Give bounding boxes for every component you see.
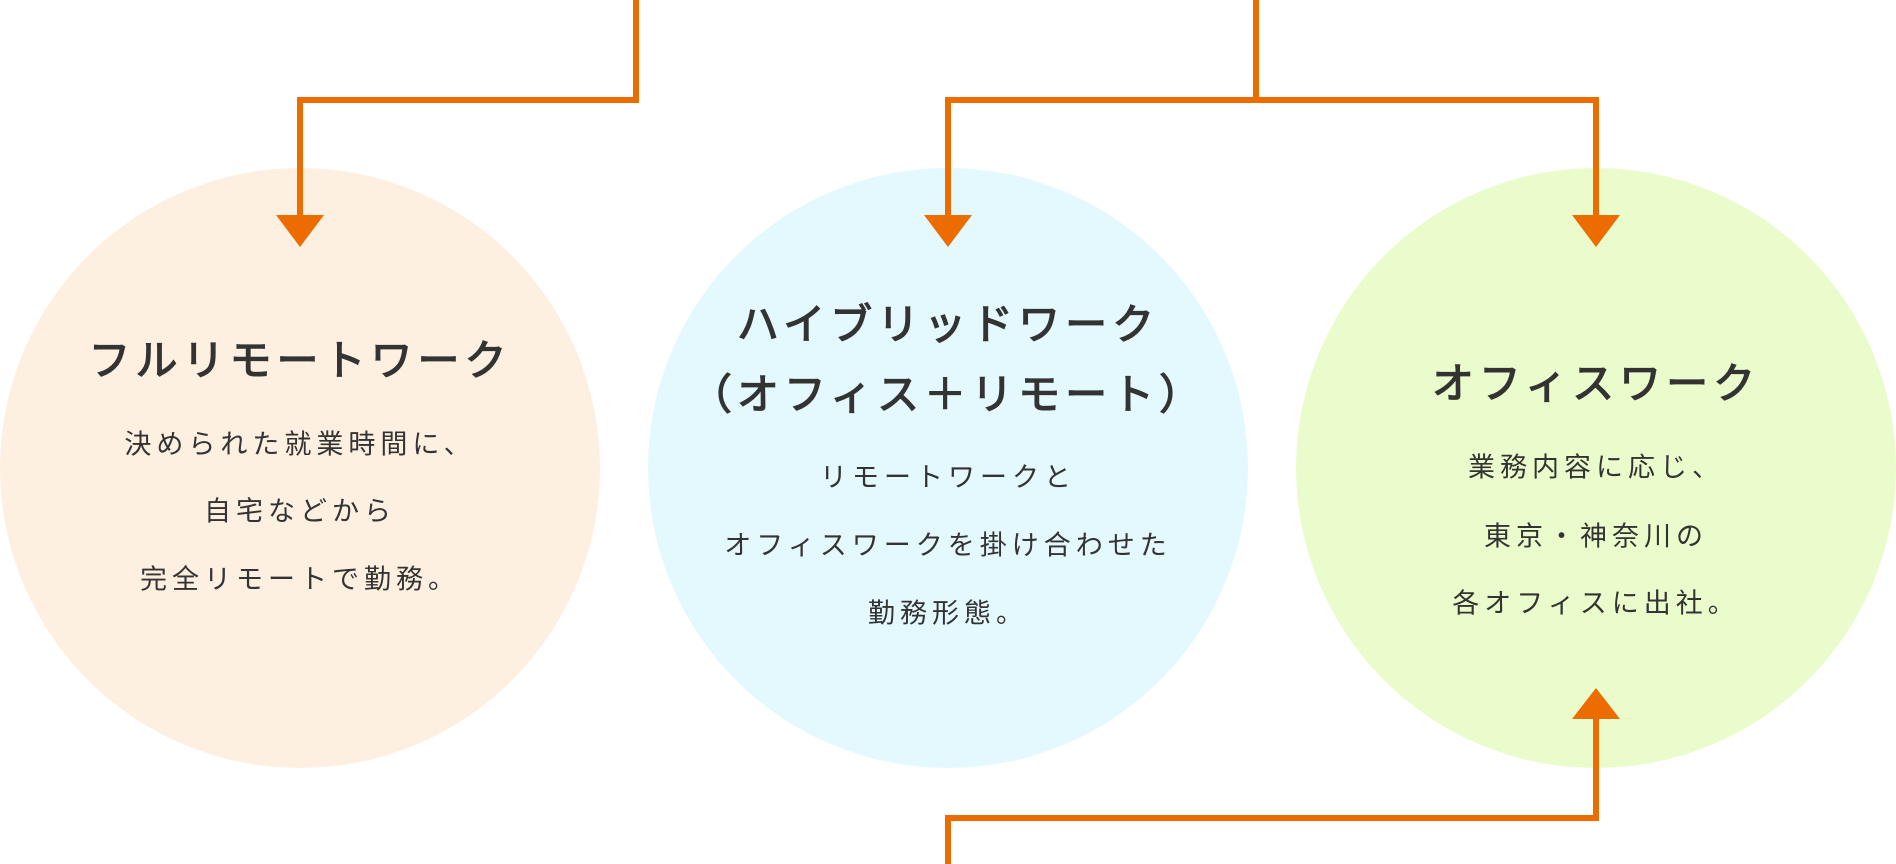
- card-title: オフィスワーク: [1431, 359, 1761, 408]
- card-hybrid: ハイブリッドワーク （オフィス＋リモート） リモートワークと オフィスワークを掛…: [648, 168, 1248, 768]
- card-description-line: 業務内容に応じ、: [1468, 452, 1724, 484]
- card-full-remote: フルリモートワーク 決められた就業時間に、 自宅などから 完全リモートで勤務。: [0, 168, 600, 768]
- card-title: ハイブリッドワーク: [736, 300, 1160, 349]
- card-description-line: 勤務形態。: [868, 598, 1028, 630]
- card-description-line: 完全リモートで勤務。: [140, 564, 460, 596]
- card-office: オフィスワーク 業務内容に応じ、 東京・神奈川の 各オフィスに出社。: [1296, 168, 1896, 768]
- card-title: フルリモートワーク: [88, 336, 512, 385]
- card-description-line: 決められた就業時間に、: [124, 429, 476, 461]
- card-description-line: オフィスワークを掛け合わせた: [724, 530, 1172, 562]
- card-description-line: 自宅などから: [204, 496, 396, 528]
- card-description-line: 各オフィスに出社。: [1452, 588, 1740, 620]
- card-description-line: リモートワークと: [820, 462, 1076, 494]
- card-title-subtitle: （オフィス＋リモート）: [689, 370, 1207, 419]
- card-description-line: 東京・神奈川の: [1484, 521, 1708, 553]
